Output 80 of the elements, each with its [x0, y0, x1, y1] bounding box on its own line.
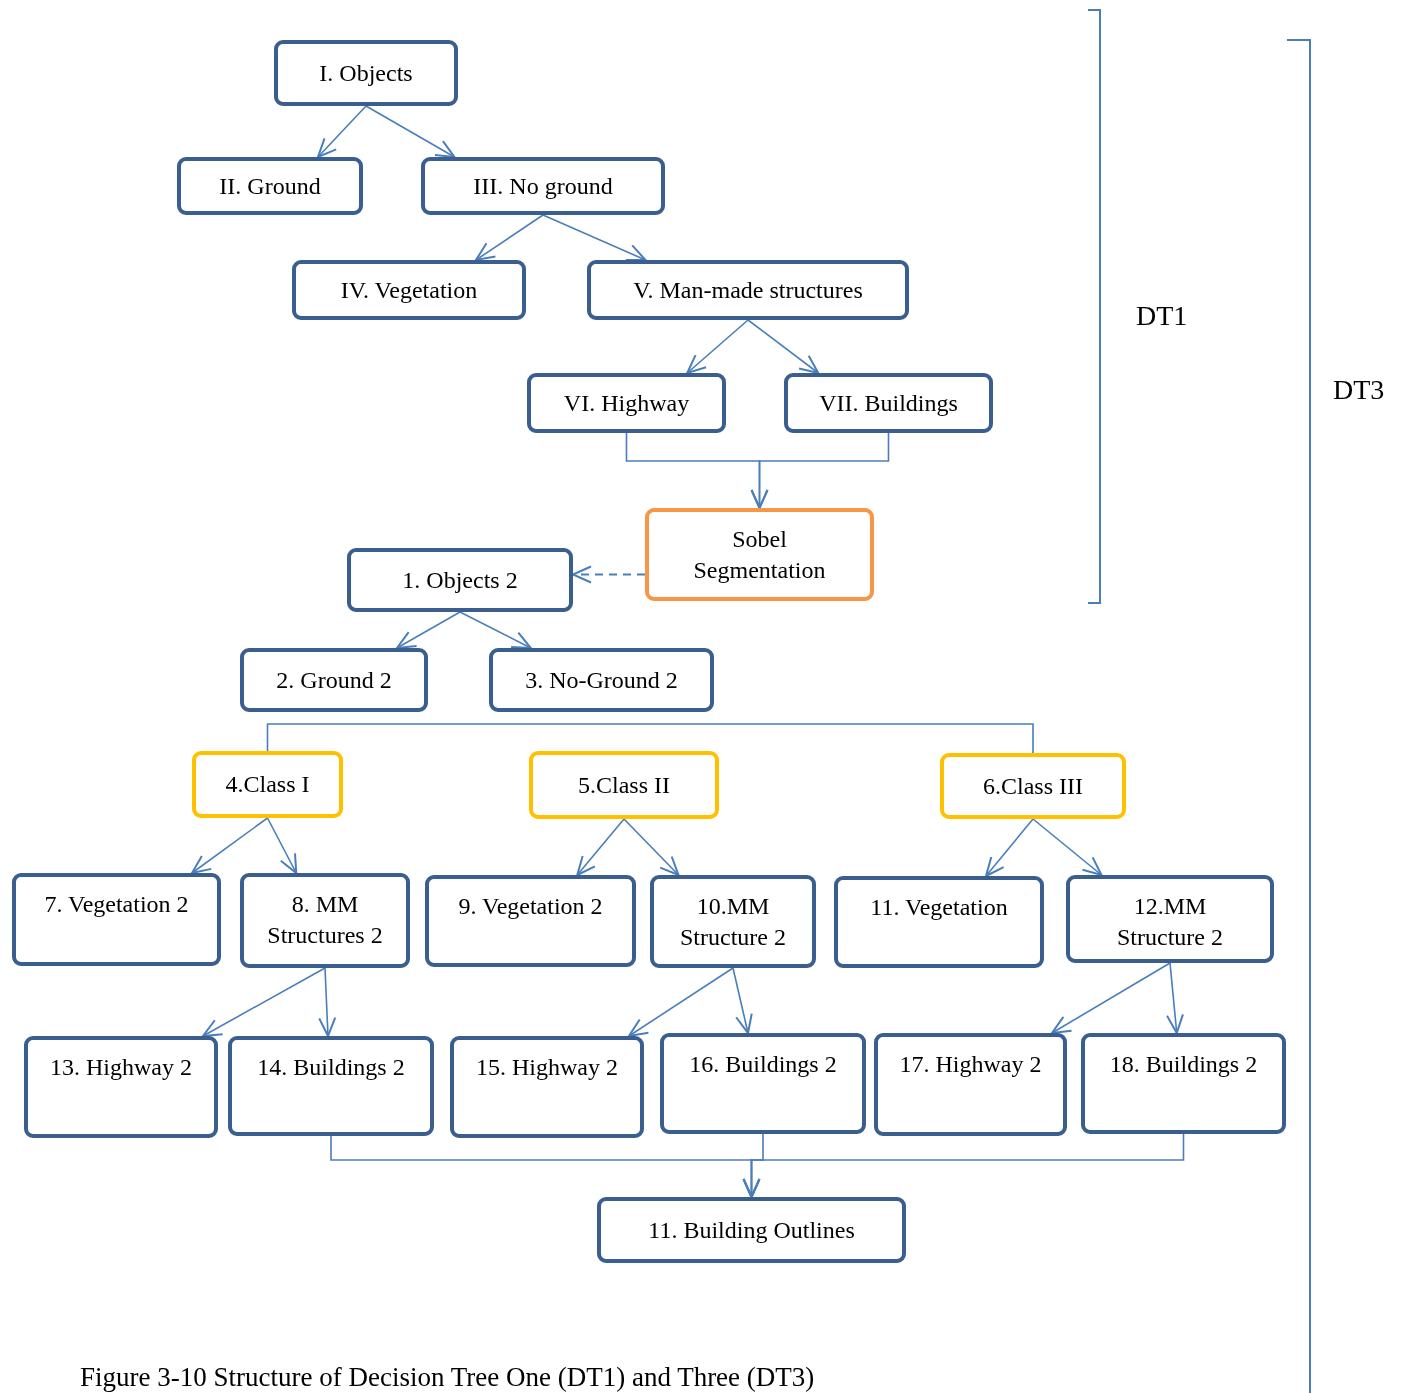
connector-arrow	[1166, 962, 1184, 1034]
node-label: VI. Highway	[563, 388, 690, 418]
process-box	[527, 373, 726, 433]
process-box	[421, 157, 665, 215]
node-label: 6.Class III	[983, 771, 1083, 801]
process-box	[24, 1036, 218, 1138]
node-label: 18. Buildings 2	[1109, 1050, 1258, 1079]
connector-arrow	[459, 611, 532, 649]
process-box	[645, 508, 874, 601]
node-label: 3. No-Ground 2	[525, 665, 678, 695]
node-label: 12.MM Structure 2	[1116, 892, 1224, 952]
connector-arrow	[750, 432, 890, 509]
connector-arrow	[1032, 818, 1103, 876]
process-box	[650, 875, 816, 968]
process-box	[597, 1197, 906, 1263]
node-label: IV. Vegetation	[340, 275, 478, 305]
process-box	[834, 876, 1044, 968]
node-label: III. No ground	[473, 171, 613, 201]
node-label: 17. Highway 2	[899, 1050, 1042, 1079]
connector-arrow	[266, 817, 298, 874]
process-box	[240, 873, 410, 968]
connector-arrow	[628, 967, 734, 1037]
connector-arrow	[576, 818, 625, 876]
node-label: 14. Buildings 2	[257, 1053, 405, 1082]
process-box	[940, 753, 1126, 819]
process-box	[784, 373, 993, 433]
connector-arrow	[202, 967, 326, 1037]
node-label: 5.Class II	[578, 770, 670, 800]
connector-arrow	[732, 967, 753, 1034]
process-box	[489, 648, 714, 712]
connector-arrow	[623, 818, 680, 876]
figure-caption: Figure 3-10 Structure of Decision Tree One (DT1) and Three (DT3)	[80, 1362, 815, 1393]
process-box	[240, 648, 428, 712]
connector-arrow	[475, 214, 544, 261]
node-label: 1. Objects 2	[402, 565, 518, 595]
connector-arrow	[365, 105, 456, 158]
connector-arrow	[191, 817, 269, 874]
process-box	[274, 40, 458, 106]
process-box	[1081, 1033, 1286, 1134]
process-box	[292, 260, 526, 320]
node-label: 11. Vegetation	[870, 893, 1008, 922]
node-label: Sobel Segmentation	[692, 524, 827, 585]
node-label: 13. Highway 2	[50, 1053, 192, 1082]
bracket-label: DT1	[1136, 300, 1188, 332]
bracket-label: DT3	[1333, 374, 1385, 406]
node-label: 2. Ground 2	[276, 665, 392, 695]
connector-arrow	[396, 611, 461, 649]
process-box	[660, 1033, 866, 1134]
process-box	[587, 260, 909, 320]
node-label: I. Objects	[319, 58, 413, 88]
connector-arrow	[1051, 962, 1171, 1034]
node-label: 11. Building Outlines	[648, 1215, 855, 1245]
node-label: V. Man-made structures	[633, 275, 863, 305]
connector-arrow	[742, 1133, 1185, 1198]
connector-arrow	[985, 818, 1034, 877]
node-label: VII. Buildings	[819, 388, 958, 418]
process-box	[450, 1036, 644, 1138]
node-label: 15. Highway 2	[476, 1053, 618, 1082]
process-box	[529, 751, 719, 819]
node-label: 4.Class I	[225, 770, 310, 799]
node-label: 8. MM Structures 2	[266, 890, 384, 950]
process-box	[347, 548, 573, 612]
process-box	[192, 751, 343, 818]
process-box	[177, 157, 363, 215]
connector-arrow	[572, 565, 646, 584]
process-box	[874, 1033, 1067, 1136]
node-label: 7. Vegetation 2	[44, 890, 189, 919]
process-box	[425, 875, 636, 967]
node-label: II. Ground	[219, 171, 321, 201]
connector-arrow	[747, 319, 820, 374]
node-label: 16. Buildings 2	[689, 1050, 837, 1079]
connector-arrow	[317, 105, 367, 158]
connector-arrow	[686, 319, 749, 374]
node-label: 10.MM Structure 2	[679, 892, 787, 952]
process-box	[1066, 875, 1274, 963]
process-box	[228, 1036, 434, 1136]
node-label: 9. Vegetation 2	[458, 892, 603, 921]
process-box	[12, 873, 221, 966]
connector-arrow	[542, 214, 647, 262]
connector-arrow	[318, 967, 337, 1037]
